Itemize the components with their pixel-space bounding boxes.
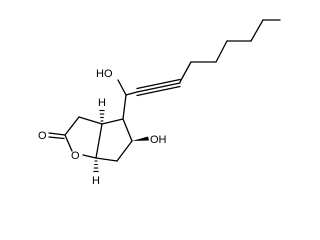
lactone-bond-c3-c2 <box>64 116 80 136</box>
carbonyl-oxygen-label: O <box>38 130 47 142</box>
lactone-ring <box>48 116 103 159</box>
upper-fusion-hydrogen-hash <box>99 109 105 122</box>
ring-bond-c5-c6 <box>116 140 133 162</box>
alkyne-line-2 <box>136 82 181 93</box>
alkyne-line-1 <box>136 78 181 90</box>
chain-bond-3 <box>215 40 228 63</box>
carbinol-to-hydroxyl-bond <box>117 79 127 96</box>
cyclopentane-ring <box>95 94 133 162</box>
chain-bond-5 <box>250 19 264 42</box>
c4-to-carbinol-bond <box>122 94 127 120</box>
carbonyl-double-bond-2 <box>48 136 65 140</box>
side-chain-hydroxyl-label: HO <box>96 68 113 80</box>
structure-canvas: HO OH O O H H <box>38 19 281 187</box>
ring-hydroxyl-label: OH <box>150 134 167 146</box>
ring-fusion-bond <box>95 123 103 159</box>
ring-hydroxyl-wedge <box>132 136 149 141</box>
ring-oxygen-label: O <box>71 150 80 162</box>
lower-fusion-hydrogen-hash <box>93 160 99 173</box>
alkyne-line-3 <box>136 85 181 97</box>
alkyne-triple-bond <box>136 78 181 97</box>
lactone-bond-c2-o1 <box>64 134 73 152</box>
carbinol-to-alkyne-bond <box>125 91 138 96</box>
lactone-bond-o1-c6a <box>82 154 97 159</box>
carbonyl-double-bond-1 <box>48 132 66 136</box>
chain-bond-1 <box>179 61 192 83</box>
ring-bond-c4-c5 <box>122 118 133 142</box>
ring-bond-c3a-c4 <box>101 118 124 125</box>
alkyl-chain <box>179 19 281 83</box>
lower-fusion-hydrogen-label: H <box>92 175 100 187</box>
upper-fusion-hydrogen-label: H <box>98 97 106 109</box>
lactone-bond-c3a-c3 <box>78 116 103 125</box>
ring-bond-c6-c6a <box>95 157 118 162</box>
molecule-drawing: HO OH O O H H <box>38 19 281 187</box>
